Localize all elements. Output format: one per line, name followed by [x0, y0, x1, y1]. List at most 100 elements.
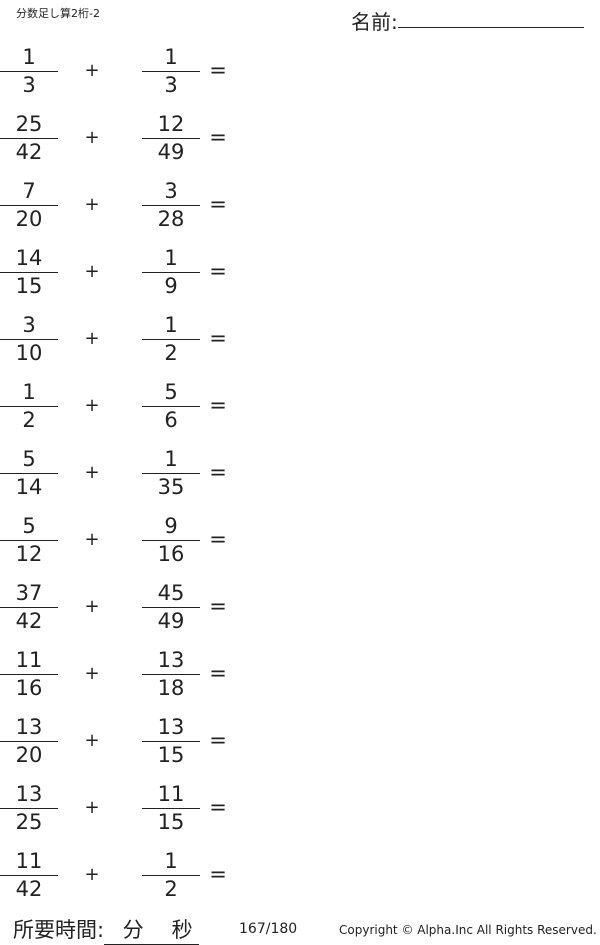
numerator: 13 [15, 782, 43, 806]
equals-sign: = [209, 594, 227, 618]
numerator: 14 [15, 246, 43, 270]
denominator: 2 [22, 408, 36, 432]
numerator: 1 [164, 313, 178, 337]
denominator: 42 [15, 609, 43, 633]
numerator: 11 [15, 648, 43, 672]
numerator: 13 [157, 648, 185, 672]
numerator: 1 [22, 380, 36, 404]
fraction-bar [0, 540, 58, 541]
fraction-bar [142, 71, 200, 72]
fraction-bar [142, 808, 200, 809]
numerator: 37 [15, 581, 43, 605]
numerator: 11 [157, 782, 185, 806]
equals-sign: = [209, 58, 227, 82]
time-blank[interactable]: 分秒 [104, 914, 200, 945]
fraction-bar [0, 339, 58, 340]
equals-sign: = [209, 259, 227, 283]
numerator: 1 [164, 447, 178, 471]
name-field-line[interactable] [398, 27, 584, 28]
denominator: 2 [164, 341, 178, 365]
numerator: 1 [164, 45, 178, 69]
plus-sign: + [84, 596, 100, 617]
denominator: 20 [15, 743, 43, 767]
denominator: 28 [157, 207, 185, 231]
denominator: 15 [157, 810, 185, 834]
equals-sign: = [209, 795, 227, 819]
plus-sign: + [84, 797, 100, 818]
equals-sign: = [209, 661, 227, 685]
fraction-bar [0, 607, 58, 608]
plus-sign: + [84, 127, 100, 148]
fraction-bar [142, 741, 200, 742]
denominator: 15 [157, 743, 185, 767]
problem-row: 5 14 +1 35 = [0, 448, 600, 508]
plus-sign: + [84, 663, 100, 684]
numerator: 5 [164, 380, 178, 404]
denominator: 3 [164, 73, 178, 97]
fraction-bar [142, 406, 200, 407]
denominator: 49 [157, 609, 185, 633]
page-number: 167/180 [239, 921, 298, 937]
numerator: 1 [164, 849, 178, 873]
numerator: 9 [164, 514, 178, 538]
numerator: 13 [15, 715, 43, 739]
copyright: Copyright © Alpha.Inc All Rights Reserve… [339, 923, 597, 937]
equals-sign: = [209, 728, 227, 752]
denominator: 10 [15, 341, 43, 365]
fraction-bar [0, 674, 58, 675]
equals-sign: = [209, 862, 227, 886]
denominator: 16 [157, 542, 185, 566]
worksheet-title: 分数足し算2桁-2 [16, 7, 100, 20]
numerator: 5 [22, 447, 36, 471]
numerator: 3 [164, 179, 178, 203]
fraction-bar [142, 272, 200, 273]
denominator: 18 [157, 676, 185, 700]
numerator: 13 [157, 715, 185, 739]
fraction-bar [142, 540, 200, 541]
plus-sign: + [84, 529, 100, 550]
denominator: 35 [157, 475, 185, 499]
denominator: 14 [15, 475, 43, 499]
denominator: 2 [164, 877, 178, 901]
numerator: 25 [15, 112, 43, 136]
plus-sign: + [84, 60, 100, 81]
numerator: 3 [22, 313, 36, 337]
name-label: 名前: [351, 10, 398, 34]
equals-sign: = [209, 460, 227, 484]
seconds-unit: 秒 [171, 918, 193, 942]
denominator: 3 [22, 73, 36, 97]
fraction-bar [142, 138, 200, 139]
denominator: 15 [15, 274, 43, 298]
problem-row: 13 25 +11 15 = [0, 783, 600, 843]
plus-sign: + [84, 194, 100, 215]
fraction-bar [142, 205, 200, 206]
equals-sign: = [209, 527, 227, 551]
denominator: 9 [164, 274, 178, 298]
fraction-bar [0, 406, 58, 407]
equals-sign: = [209, 326, 227, 350]
fraction-bar [142, 674, 200, 675]
fraction-bar [0, 272, 58, 273]
fraction-bar [0, 808, 58, 809]
numerator: 12 [157, 112, 185, 136]
fraction-bar [142, 607, 200, 608]
fraction-bar [0, 741, 58, 742]
denominator: 42 [15, 140, 43, 164]
plus-sign: + [84, 395, 100, 416]
equals-sign: = [209, 393, 227, 417]
plus-sign: + [84, 462, 100, 483]
denominator: 25 [15, 810, 43, 834]
denominator: 12 [15, 542, 43, 566]
problem-row: 1 3 +1 3 = [0, 46, 600, 106]
numerator: 1 [22, 45, 36, 69]
minutes-unit: 分 [122, 918, 144, 942]
